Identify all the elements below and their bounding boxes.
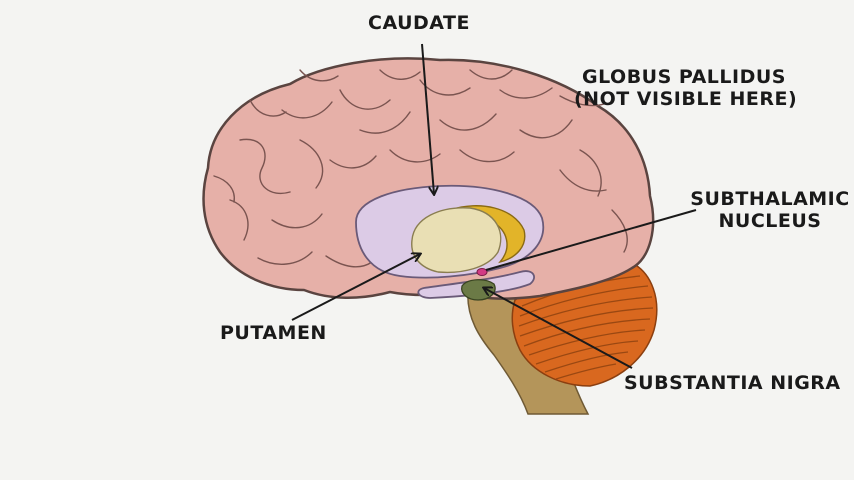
subthalamic-nucleus-label: SUBTHALAMIC NUCLEUS: [690, 188, 850, 232]
subthalamic-label-line1: SUBTHALAMIC: [690, 188, 850, 210]
caudate-arrow: [421, 43, 434, 194]
substantia-nigra-label: SUBSTANTIA NIGRA: [624, 372, 841, 394]
globus-pallidus-label: GLOBUS PALLIDUS (NOT VISIBLE HERE): [574, 66, 798, 110]
subthalamic-pointer-line: [485, 209, 697, 271]
globus-pallidus-label-line2: (NOT VISIBLE HERE): [574, 88, 798, 110]
putamen-arrow: [291, 254, 420, 321]
globus-pallidus-label-line1: GLOBUS PALLIDUS: [582, 66, 786, 88]
subthalamic-nucleus: [476, 268, 488, 276]
substantia-nigra: [461, 279, 496, 301]
putamen: [411, 207, 502, 274]
caudate-label: CAUDATE: [368, 12, 470, 34]
substantia-nigra-arrow: [484, 288, 633, 369]
putamen-label: PUTAMEN: [220, 322, 327, 344]
subthalamic-label-line2: NUCLEUS: [718, 210, 822, 232]
